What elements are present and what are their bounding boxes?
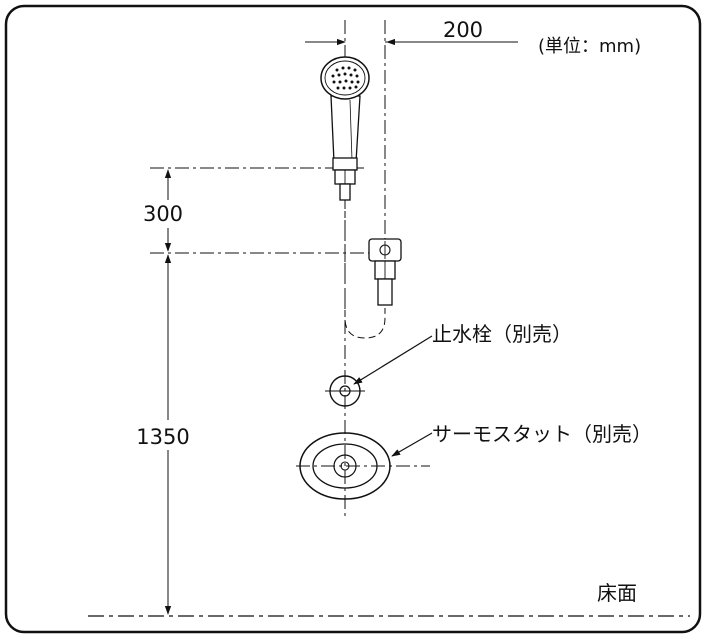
- hose-path: [344, 200, 386, 339]
- thermostat-leader: [391, 432, 433, 457]
- dimension-300-label: 300: [143, 202, 183, 226]
- dimension-1350-label: 1350: [136, 425, 189, 449]
- shower-hook-icon: [368, 238, 402, 306]
- unit-label: (単位：mm): [538, 36, 641, 57]
- dimension-200-label: 200: [443, 18, 483, 42]
- handshower-icon: [320, 56, 370, 201]
- stop-valve-leader: [353, 335, 433, 385]
- diagram-frame: [4, 4, 702, 634]
- floor-label: 床面: [597, 581, 637, 605]
- thermostat-label: サーモスタット（別売）: [432, 422, 652, 446]
- stop-valve-icon: [325, 375, 365, 407]
- thermostat-icon: [296, 432, 430, 500]
- stop-valve-label: 止水栓（別売）: [432, 322, 572, 346]
